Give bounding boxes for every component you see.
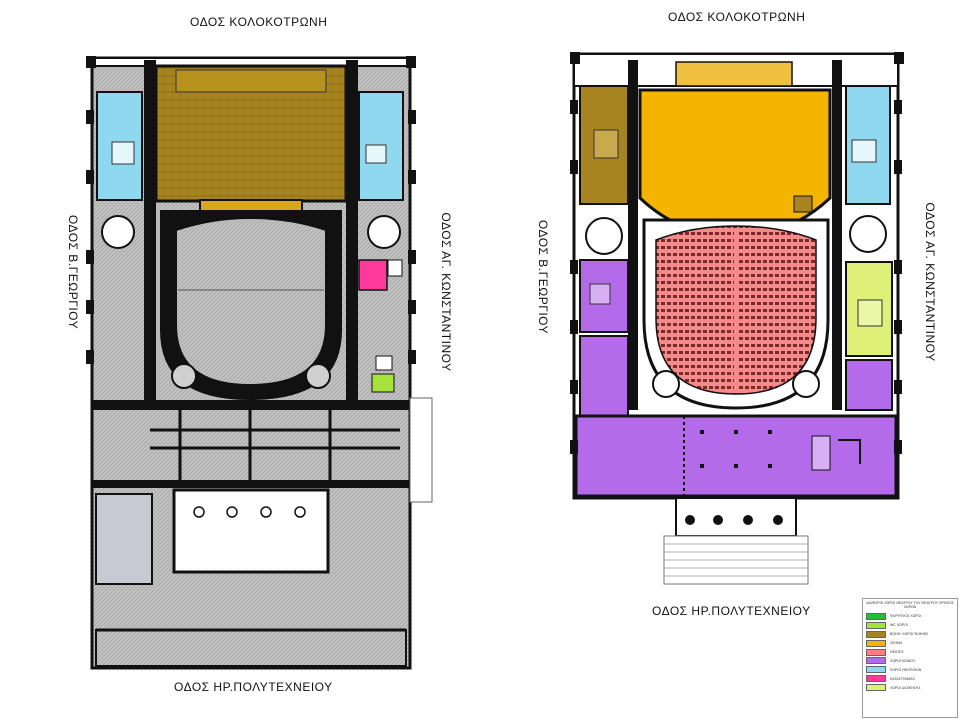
right-street-west-label: ΟΔΟΣ Β.ΓΕΩΡΓΙΟΥ: [536, 219, 550, 335]
legend-label: ΧΩΡΟΙ ΚΟΙΝΟΥ: [890, 658, 916, 663]
legend-item: ΣΚΗΝΗ: [866, 639, 957, 648]
legend-swatch: [866, 684, 886, 692]
right-public-room-west-lower: [579, 335, 629, 417]
legend-swatch: [866, 675, 886, 683]
legend-label: ΧΩΡΟΙ ΔΙΟΙΚΗΣΗΣ: [890, 685, 921, 690]
left-street-east-label: ΟΔΟΣ ΑΓ. ΚΩΝΣΤΑΝΤΙΝΟΥ: [439, 212, 453, 372]
right-floor-plan: [570, 52, 904, 585]
legend-swatch: [866, 630, 886, 638]
legend-swatch: [866, 666, 886, 674]
legend-item: ΒΟΗΘ. ΧΩΡΟΙ ΣΚΗΝΗΣ: [866, 630, 957, 639]
right-street-east-label: ΟΔΟΣ ΑΓ. ΚΩΝΣΤΑΝΤΙΝΟΥ: [923, 202, 937, 362]
legend-item: ΧΩΡΟΙ ΗΘΟΠΟΙΩΝ: [866, 665, 957, 674]
legend-label: ΣΚΗΝΗ: [890, 641, 903, 646]
color-legend: ΔΙΑΦΟΡΟΙ ΧΩΡΟΙ ΘΕΑΤΡΟΥ ΤΟΥ ΘΕΑΤΡΟΥ ΧΡΗΣΕ…: [862, 598, 958, 718]
legend-label: ΚΑΤΑΣΤΗΜΑΤΑ: [890, 676, 915, 681]
legend-label: WC ΧΩΡΟΙ: [890, 623, 908, 628]
legend-item: ΧΩΡΟΙ ΔΙΟΙΚΗΣΗΣ: [866, 683, 957, 692]
left-street-top-label: ΟΔΟΣ ΚΟΛΟΚΟΤΡΩΝΗ: [190, 15, 328, 29]
legend-item: ΘΕΑΤΕΣ: [866, 648, 957, 657]
legend-swatch: [866, 657, 886, 665]
right-foyer: [574, 414, 898, 498]
right-stage-area: [638, 88, 832, 238]
legend-rows: ΦΟΡΗΤΙΚΟΙ ΧΩΡΟΙ WC ΧΩΡΟΙ ΒΟΗΘ. ΧΩΡΟΙ ΣΚΗΝΗ…: [863, 612, 957, 692]
left-wc: [371, 373, 395, 393]
legend-item: ΧΩΡΟΙ ΚΟΙΝΟΥ: [866, 656, 957, 665]
right-street-top-label: ΟΔΟΣ ΚΟΛΟΚΟΤΡΩΝΗ: [668, 10, 806, 24]
right-public-room-east: [845, 359, 893, 411]
legend-item: WC ΧΩΡΟΙ: [866, 621, 957, 630]
legend-swatch: [866, 612, 886, 620]
legend-item: ΦΟΡΗΤΙΚΟΙ ΧΩΡΟΙ: [866, 612, 957, 621]
left-floor-plan: [86, 56, 433, 670]
legend-label: ΒΟΗΘ. ΧΩΡΟΙ ΣΚΗΝΗΣ: [890, 632, 929, 637]
legend-swatch: [866, 639, 886, 647]
legend-label: ΦΟΡΗΤΙΚΟΙ ΧΩΡΟΙ: [890, 614, 922, 619]
left-street-bottom-label: ΟΔΟΣ ΗΡ.ΠΟΛΥΤΕΧΝΕΙΟΥ: [174, 680, 333, 694]
right-entrance-steps: [663, 497, 809, 585]
left-shop: [358, 259, 388, 291]
legend-swatch: [866, 621, 886, 629]
left-courtyard: [172, 488, 330, 574]
legend-swatch: [866, 648, 886, 656]
legend-title: ΔΙΑΦΟΡΟΙ ΧΩΡΟΙ ΘΕΑΤΡΟΥ ΤΟΥ ΘΕΑΤΡΟΥ ΧΡΗΣΕ…: [866, 601, 954, 609]
right-street-bottom-label: ΟΔΟΣ ΗΡ.ΠΟΛΥΤΕΧΝΕΙΟΥ: [652, 604, 811, 618]
legend-label: ΘΕΑΤΕΣ: [890, 650, 904, 654]
legend-item: ΚΑΤΑΣΤΗΜΑΤΑ: [866, 674, 957, 683]
legend-label: ΧΩΡΟΙ ΗΘΟΠΟΙΩΝ: [890, 667, 922, 672]
left-street-west-label: ΟΔΟΣ Β.ΓΕΩΡΓΙΟΥ: [66, 214, 80, 330]
